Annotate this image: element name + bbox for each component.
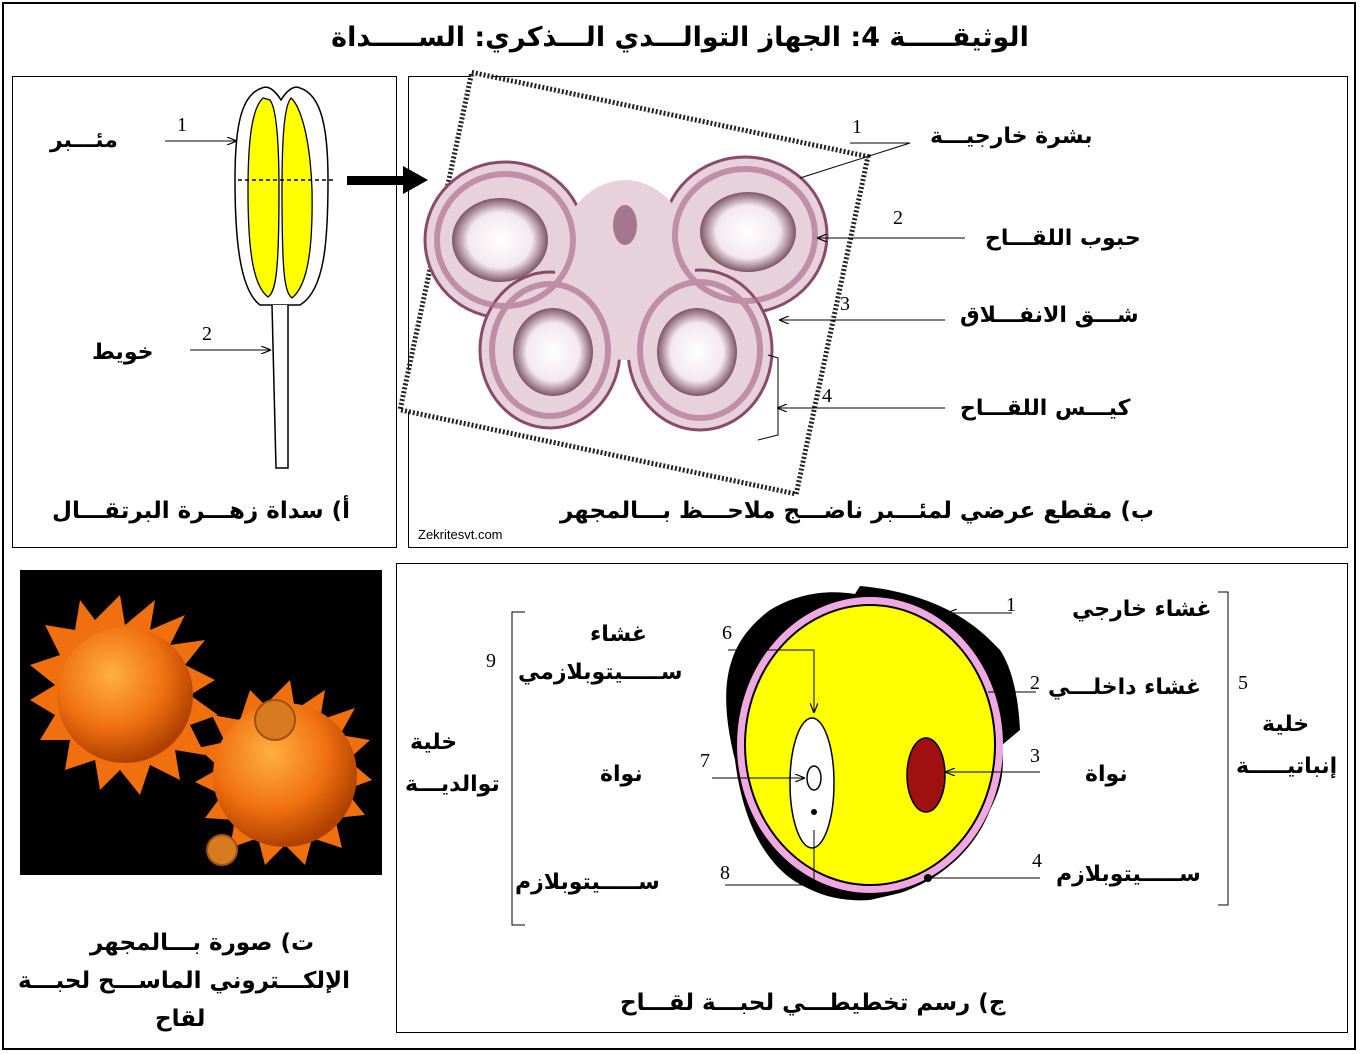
sem-image <box>20 570 382 875</box>
filament-label: خويط <box>92 340 153 365</box>
filament <box>272 305 288 468</box>
inner-wall-label: غشاء داخلـــي <box>1048 675 1201 700</box>
dehiscence-label: شـــق الانفـــلاق <box>960 303 1139 328</box>
generative-nucleus-number: 7 <box>700 750 710 773</box>
anther-label: مئـــبر <box>50 128 118 153</box>
pollen-sac-number: 4 <box>822 385 832 408</box>
plasma-membrane-label-line1: غشاء <box>590 622 647 647</box>
dehiscence-number: 3 <box>840 293 850 316</box>
generative-cytoplasm-label: ســـــيتوبلازم <box>515 870 660 895</box>
vegetative-cytoplasm-number: 4 <box>1032 850 1042 873</box>
pollen-grains-label: حبوب اللقـــاح <box>985 226 1141 251</box>
panel-c-caption-line2: الإلكـــتروني الماســـح لحبـــة <box>18 968 350 994</box>
panel-c-caption-line3: لقاح <box>155 1006 205 1032</box>
stamen-drawing <box>165 87 334 468</box>
epidermis-label: بشرة خارجيـــة <box>930 124 1093 149</box>
plasma-membrane-label-line2: ســـــيتوبلازمي <box>518 660 683 685</box>
vegetative-cytoplasm-label: ســـــيتوبلازم <box>1056 862 1201 887</box>
cytoplasm <box>745 605 995 885</box>
epidermis-number: 1 <box>852 116 862 139</box>
panel-b-caption: ب) مقطع عرضي لمئـــبر ناضـــج ملاحـــظ ب… <box>560 498 1154 524</box>
generative-nucleus <box>807 766 821 790</box>
generative-cell-label-line2: توالديـــة <box>405 772 500 797</box>
inner-wall-number: 2 <box>1030 672 1040 695</box>
pollen-grain-1 <box>57 627 193 763</box>
generative-cytoplasm-number: 8 <box>720 862 730 885</box>
vegetative-nucleus-label: نواة <box>1085 762 1128 787</box>
panel-a-caption: أ) سداة زهـــرة البرتقـــال <box>52 498 350 524</box>
generative-cell-number: 9 <box>486 650 496 673</box>
vegetative-cell-bracket <box>1218 592 1228 905</box>
filament-number: 2 <box>202 323 212 346</box>
generative-cell-label-line1: خلية <box>410 730 457 755</box>
vegetative-nucleus <box>907 738 945 812</box>
anther-number: 1 <box>177 114 187 137</box>
vegetative-cell-label-line1: خلية <box>1262 712 1309 737</box>
pollen-grains-number: 2 <box>893 207 903 230</box>
panel-c-caption-line1: ت) صورة بـــالمجهر <box>90 930 314 956</box>
pollen-sac-label: كيـــس اللقـــاح <box>960 396 1130 421</box>
outer-wall-number: 1 <box>1006 594 1016 617</box>
generative-nucleus-label: نواة <box>600 762 643 787</box>
plasma-membrane-number: 6 <box>722 622 732 645</box>
vegetative-cell-label-line2: إنباتيـــــة <box>1236 754 1337 779</box>
outer-wall-label: غشاء خارجي <box>1072 597 1211 622</box>
vegetative-nucleus-number: 3 <box>1030 745 1040 768</box>
section-arrow <box>347 166 428 194</box>
watermark: Zekritesvt.com <box>418 527 503 542</box>
panel-d-caption: ج) رسم تخطيطـــي لحبـــة لقـــاح <box>620 990 1005 1016</box>
vegetative-cell-number: 5 <box>1238 672 1248 695</box>
anther-section-image <box>400 72 965 494</box>
